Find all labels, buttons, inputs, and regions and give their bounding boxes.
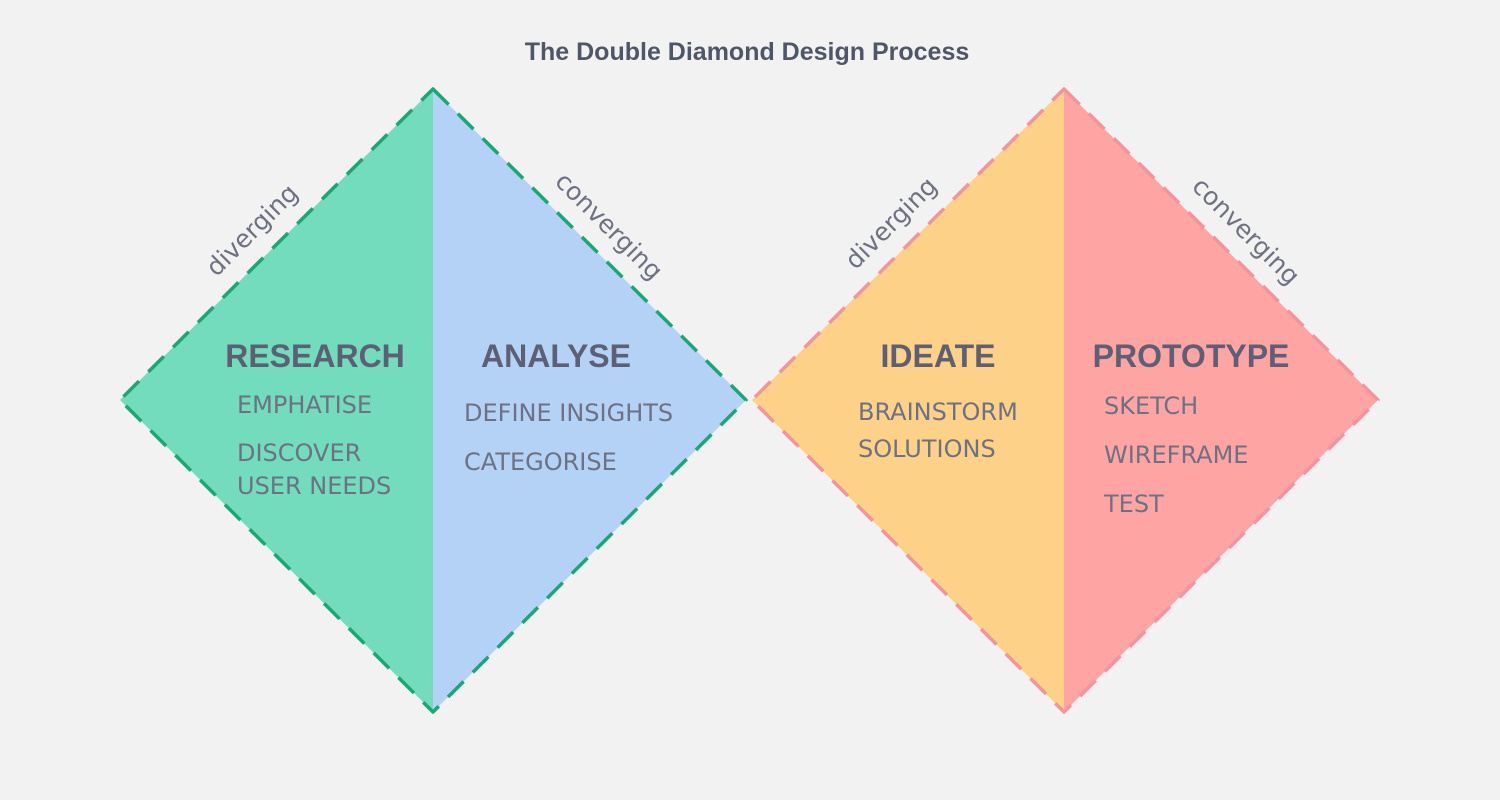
research-item-user-needs: USER NEEDS bbox=[237, 472, 391, 500]
research-heading: RESEARCH bbox=[225, 338, 405, 374]
ideate-item-brainstorm: BRAINSTORM bbox=[858, 398, 1018, 426]
research-item-emphatise: EMPHATISE bbox=[237, 391, 372, 419]
ideate-heading: IDEATE bbox=[881, 338, 996, 374]
prototype-half bbox=[1064, 89, 1378, 712]
first-diamond: diverging converging RESEARCH EMPHATISE … bbox=[118, 87, 748, 714]
research-half bbox=[120, 89, 433, 712]
analyse-heading: ANALYSE bbox=[481, 338, 631, 374]
analyse-half bbox=[433, 89, 746, 712]
diagram-title: The Double Diamond Design Process bbox=[525, 38, 970, 66]
prototype-item-test: TEST bbox=[1103, 490, 1164, 518]
second-diamond-border bbox=[750, 87, 1380, 714]
research-item-discover: DISCOVER bbox=[237, 439, 361, 467]
prototype-item-sketch: SKETCH bbox=[1104, 392, 1198, 420]
analyse-item-categorise: CATEGORISE bbox=[464, 448, 617, 476]
ideate-item-solutions: SOLUTIONS bbox=[858, 435, 996, 463]
second-diamond: diverging converging IDEATE BRAINSTORM S… bbox=[750, 87, 1380, 714]
analyse-item-define-insights: DEFINE INSIGHTS bbox=[464, 399, 673, 427]
ideate-half bbox=[752, 89, 1064, 712]
first-diamond-border bbox=[118, 87, 748, 714]
prototype-heading: PROTOTYPE bbox=[1093, 338, 1290, 374]
prototype-item-wireframe: WIREFRAME bbox=[1104, 441, 1248, 469]
